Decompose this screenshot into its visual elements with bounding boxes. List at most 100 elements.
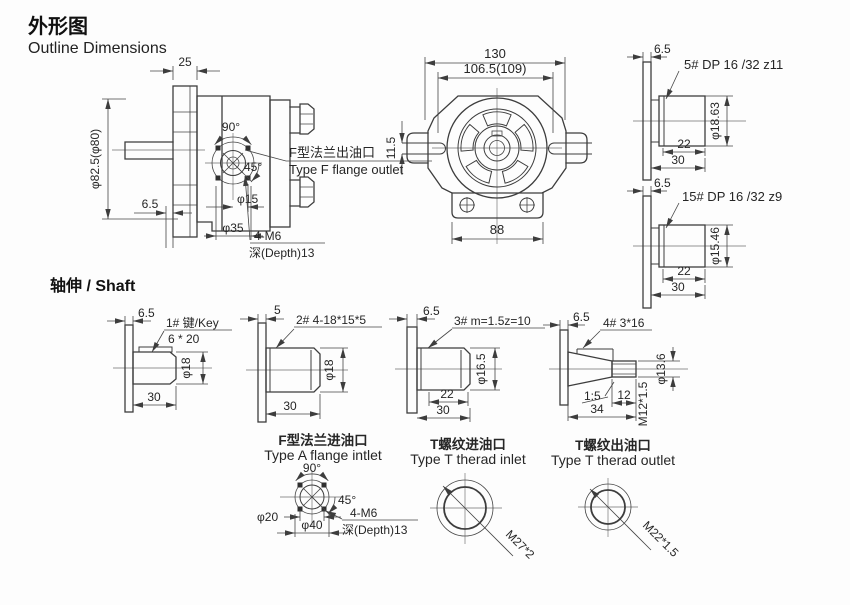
phi40-label: φ40 [301,518,322,532]
t-inlet-outer-circle [436,479,494,537]
base-flange [451,192,544,219]
port15-d65-label: 6.5 [654,176,671,190]
flange-hole-lines [173,86,197,237]
port15-d65-ext [642,186,652,196]
shaft1-key-label: 1# 键/Key [166,316,219,330]
phi20-label: φ20 [257,510,278,524]
t-inlet-thread-label: M27*2 [503,527,538,562]
dim-25-label: 25 [178,55,192,69]
bolt-square [297,506,303,512]
shaft-2-detail: 5 2# 4-18*15*5 φ18 30 [240,303,382,423]
port-5-detail: 6.5 5# DP 16 /32 z11 φ18.63 22 30 [627,42,783,181]
shaft1-keysize-label: 6 * 20 [168,332,200,346]
spoke-slot [460,123,480,152]
port15-label: 15# DP 16 /32 z9 [682,189,782,204]
shaft4-thread-lines [612,363,636,375]
port5-d30-label: 30 [671,153,685,167]
mounting-flange [172,85,198,238]
bolt-square [215,175,221,181]
shaft4-key [576,348,614,361]
port5-dia-label: φ18.63 [708,102,722,140]
shaft2-plate [257,322,267,423]
front-circle-2 [457,108,537,188]
angle-45-label: 45° [244,160,262,174]
spoke-slot [501,159,529,184]
dim-115-label: 11.5 [384,136,398,159]
shaft2-spline-lines [269,348,312,392]
shaft3-body [416,347,471,391]
dim-phi35-label: φ35 [222,221,243,235]
dim-88-label: 88 [490,222,504,237]
t-outlet-thread-label: M22*1.5 [640,518,682,560]
shaft3-d22-label: 22 [440,387,454,401]
shaft4-plate [559,329,569,406]
t-inlet-thread-circle [443,486,487,530]
m6-leader [243,175,251,241]
shaft1-d65-label: 6.5 [138,306,155,320]
dim-phi35-ext [215,186,252,240]
shaft3-d30-label: 30 [436,403,450,417]
port-boss-bottom-hex [300,186,313,198]
flange-m6-depth-label: 深(Depth)13 [342,523,408,537]
port-boss-top [289,103,315,135]
flange-inlet-45-ray [311,496,335,520]
shaft4-thread-label: M12*1.5 [636,381,650,426]
input-shaft [124,141,174,160]
port5-d65-label: 6.5 [654,42,671,56]
port5-boss [658,95,706,147]
angle-90-arc [214,135,252,145]
t-inlet-detail: T螺纹进油口 Type T therad inlet M27*2 [410,436,537,562]
t-outlet-thread-circle [590,489,626,525]
port15-plate [642,195,652,309]
shaft3-d65-label: 6.5 [423,304,440,318]
shaft1-key [138,346,173,353]
t-outlet-title-cn: T螺纹出油口 [575,437,651,453]
spoke-slot [514,123,534,152]
m6-depth-label: 深(Depth)13 [249,246,315,260]
flange-inlet-45-arc [328,496,338,514]
page-title-cn: 外形图 [28,14,88,38]
outlet-label-cn: F型法兰出油口 [289,145,375,160]
spoke-slot [482,111,512,127]
dim-phi15-label: φ15 [237,192,258,206]
port5-d22-label: 22 [677,137,691,151]
base-bolt-cross [459,197,475,213]
front-circle-hub [474,125,520,171]
dim-phi82-label: φ82.5(φ80) [88,129,102,189]
shaft4-dia-label: φ13.6 [654,353,668,384]
keyway-mark [491,130,503,137]
port15-d22-label: 22 [677,264,691,278]
t-outlet-outer-circle [584,483,632,531]
flange-inlet-90-arc [295,471,329,481]
shaft-hole [483,134,511,162]
outlet-label-en: Type F flange outlet [289,162,404,177]
shaft3-dia-label: φ16.5 [474,353,488,384]
flange-inlet-port [299,484,325,510]
port-boss-top-hex [300,113,313,125]
t-outlet-title-en: Type T therad outlet [551,452,675,468]
shaft2-d30-label: 30 [283,399,297,413]
shaft-4-detail: 6.5 4# 3*16 1:5 12 34 M12*1.5 φ13.6 [543,310,688,426]
shaft-section-title: 轴伸 / Shaft [50,276,136,295]
shaft1-plate [124,324,134,413]
dim-106-label: 106.5(109) [464,61,527,76]
t-outlet-leader [589,488,652,551]
spoke-slot [465,159,493,184]
flange-m6-label: 4-M6 [350,506,378,520]
shaft-hole-inner [489,140,505,156]
bolt-square [215,145,221,151]
shaft4-taper-mark [581,381,615,404]
m6-label: 4-M6 [254,229,282,243]
shaft4-d65-label: 6.5 [573,310,590,324]
t-outlet-detail: T螺纹出油口 Type T therad outlet M22*1.5 [551,437,682,560]
shaft3-leader [427,328,453,349]
dim-65-ext [165,206,174,248]
port15-boss [658,224,706,268]
port15-d30-label: 30 [671,280,685,294]
flange-m6-leader [325,510,343,520]
page-title-en: Outline Dimensions [28,40,167,57]
side-view: 90° 45° 25 φ82.5(φ80) 6.5 φ15 φ35 4-M6 深… [88,55,432,260]
shaft2-leader [275,328,295,349]
